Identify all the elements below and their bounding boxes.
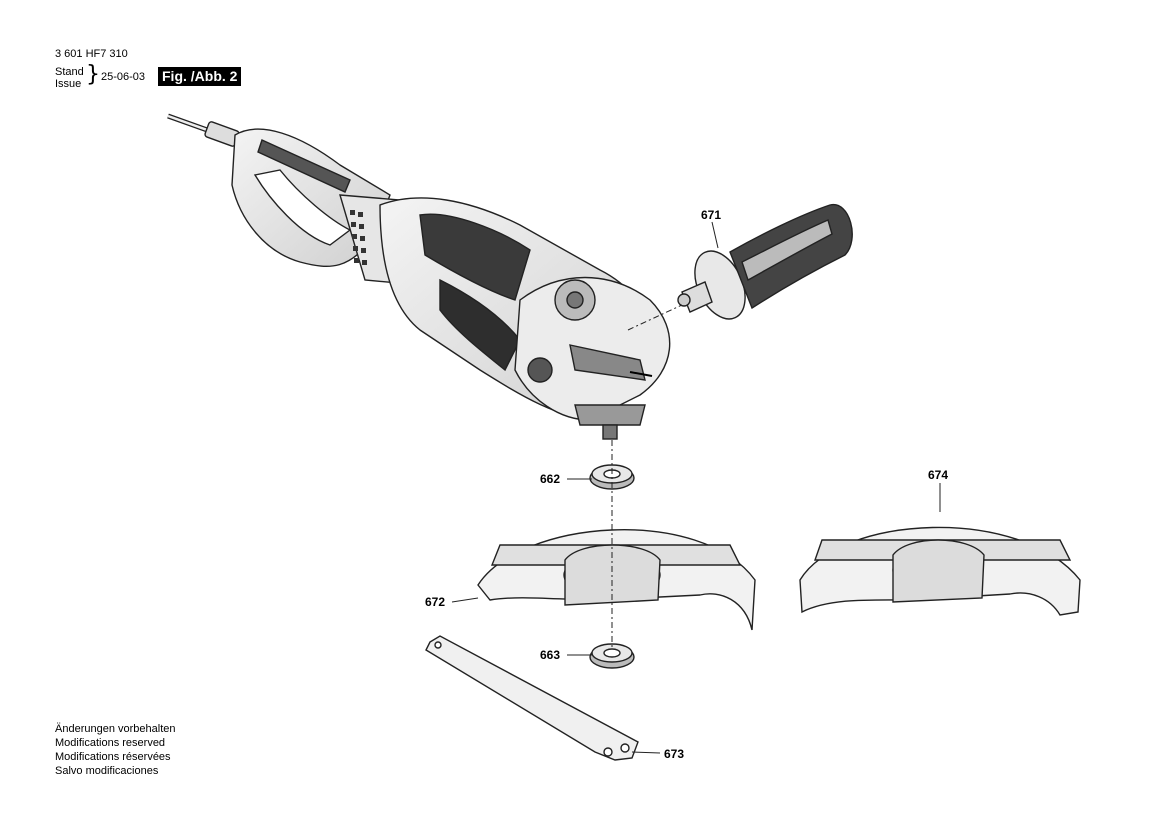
part-label-674: 674 bbox=[928, 468, 949, 482]
part-label-672: 672 bbox=[425, 595, 446, 609]
note-es: Salvo modificaciones bbox=[55, 765, 159, 777]
clamping-nut-663 bbox=[589, 643, 635, 669]
part-label-662: 662 bbox=[540, 472, 561, 486]
part-label-663: 663 bbox=[540, 648, 561, 662]
stand-label: Stand bbox=[55, 66, 84, 78]
figure-badge: Fig. /Abb. 2 bbox=[158, 67, 242, 86]
note-en: Modifications reserved bbox=[55, 737, 166, 749]
note-fr: Modifications réservées bbox=[55, 751, 171, 763]
brace-glyph: } bbox=[86, 62, 100, 87]
note-de: Änderungen vorbehalten bbox=[55, 723, 176, 735]
part-number: 3 601 HF7 310 bbox=[55, 48, 128, 60]
pin-spanner-673 bbox=[425, 635, 639, 761]
wheel-guard-672 bbox=[477, 529, 756, 631]
assembly-axis-lines bbox=[611, 304, 683, 650]
leader-lines bbox=[451, 221, 941, 754]
angle-grinder bbox=[167, 113, 671, 440]
issue-label: Issue bbox=[55, 78, 82, 90]
modification-notes: Änderungen vorbehalten Modifications res… bbox=[55, 722, 175, 778]
part-label-673: 673 bbox=[664, 747, 685, 761]
wheel-guard-674 bbox=[799, 526, 1081, 616]
part-label-671: 671 bbox=[701, 208, 722, 222]
issue-date: 25-06-03 bbox=[101, 71, 146, 83]
auxiliary-handle bbox=[677, 204, 853, 320]
